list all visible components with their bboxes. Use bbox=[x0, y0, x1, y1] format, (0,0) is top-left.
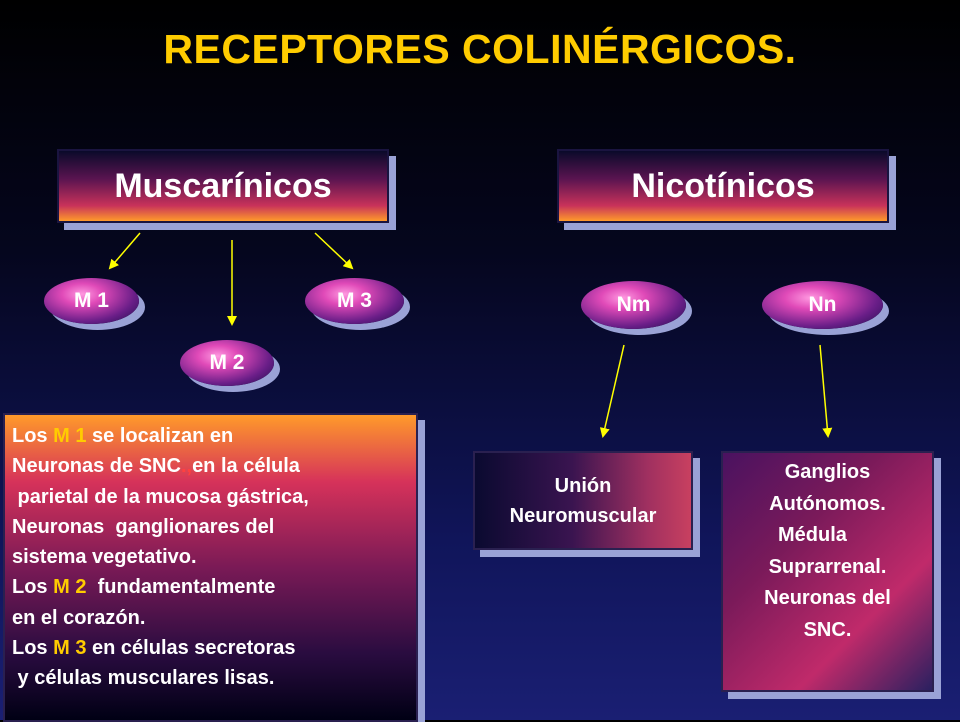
neuromuscular-junction-box: Unión Neuromuscular bbox=[473, 451, 693, 550]
nicotinic-box: Nicotínicos bbox=[557, 149, 889, 223]
arrow-nn bbox=[819, 344, 833, 438]
desc-line-2: Neuronas de SNC.,en la célula bbox=[12, 455, 300, 478]
desc-line-1: Los M 1 se localizan en bbox=[12, 425, 234, 447]
union-line-2: Neuromuscular bbox=[509, 504, 657, 527]
desc-line-7: en el corazón. bbox=[12, 606, 146, 629]
m3-label: M 3 bbox=[336, 289, 372, 312]
nn-receptor: Nn bbox=[762, 281, 883, 329]
desc-line-5: sistema vegetativo. bbox=[12, 546, 197, 569]
nm-label: Nm bbox=[616, 293, 651, 316]
desc-line-3: parietal de la mucosa gástrica, bbox=[12, 485, 309, 508]
muscarinic-box: Muscarínicos bbox=[57, 149, 389, 223]
ganglia-line-2: Autónomos. bbox=[769, 492, 886, 515]
desc-line-9: y células musculares lisas. bbox=[12, 667, 275, 690]
desc-line-6: Los M 2 fundamentalmente bbox=[12, 576, 276, 599]
ganglia-line-5: Neuronas del bbox=[764, 587, 891, 610]
desc-line-8: Los M 3 en células secretoras bbox=[12, 637, 296, 660]
ganglia-box: Ganglios Autónomos. Médula Suprarrenal. … bbox=[721, 451, 934, 692]
desc-line-4: Neuronas ganglionares del bbox=[12, 515, 275, 538]
arrow-m1 bbox=[108, 232, 141, 270]
arrow-m3 bbox=[314, 232, 354, 270]
muscarinic-description: Los M 1 se localizan en Neuronas de SNC.,… bbox=[3, 413, 418, 722]
m2-receptor: M 2 bbox=[180, 340, 274, 386]
muscarinic-label: Muscarínicos bbox=[114, 166, 332, 205]
ganglia-line-3: Médula bbox=[778, 524, 847, 547]
m1-label: M 1 bbox=[73, 289, 109, 312]
union-line-1: Unión bbox=[554, 474, 612, 497]
page-title: RECEPTORES COLINÉRGICOS. bbox=[163, 26, 797, 72]
ganglia-line-6: SNC. bbox=[803, 618, 852, 641]
ganglia-line-1: Ganglios bbox=[784, 461, 871, 483]
arrow-nm bbox=[599, 344, 625, 438]
ganglia-line-4: Suprarrenal. bbox=[768, 555, 887, 578]
m1-receptor: M 1 bbox=[44, 278, 139, 324]
m3-receptor: M 3 bbox=[305, 278, 404, 324]
nm-receptor: Nm bbox=[581, 281, 686, 329]
m2-label: M 2 bbox=[209, 351, 245, 374]
nicotinic-label: Nicotínicos bbox=[631, 166, 815, 205]
nn-label: Nn bbox=[808, 293, 837, 316]
